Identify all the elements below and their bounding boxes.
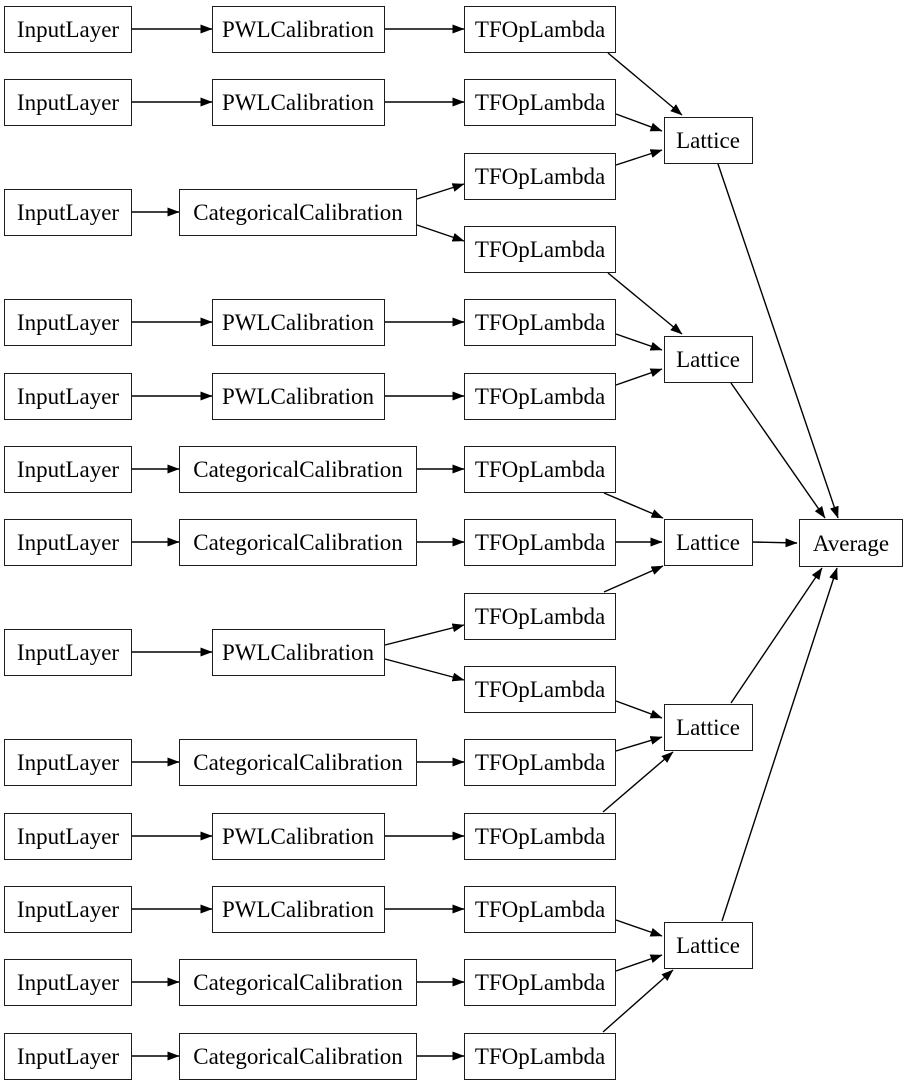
node-categoricalcalibration-calib-12: CategoricalCalibration [179, 1032, 417, 1080]
node-inputlayer-input-1: InputLayer [4, 78, 132, 126]
node-tfoplambda-tfop-3: TFOpLambda [464, 225, 616, 273]
edge-tfop-1-to-lattice-0 [615, 113, 663, 132]
node-inputlayer-input-5: InputLayer [4, 445, 132, 493]
edge-calib-7-to-tfop-8 [384, 623, 465, 646]
edge-lattice-1-to-average [730, 382, 826, 519]
node-tfoplambda-tfop-8: TFOpLambda [464, 592, 616, 640]
node-lattice-lattice-0: Lattice [663, 116, 753, 164]
edge-tfop-8-to-lattice-2 [603, 565, 664, 593]
node-average-average: Average [799, 519, 903, 567]
node-inputlayer-input-11: InputLayer [4, 958, 132, 1006]
node-tfoplambda-tfop-13: TFOpLambda [464, 958, 616, 1006]
node-tfoplambda-tfop-11: TFOpLambda [464, 812, 616, 860]
edge-tfop-12-to-lattice-4 [615, 919, 663, 937]
node-inputlayer-input-4: InputLayer [4, 372, 132, 420]
node-tfoplambda-tfop-10: TFOpLambda [464, 738, 616, 786]
node-tfoplambda-tfop-6: TFOpLambda [464, 445, 616, 493]
node-tfoplambda-tfop-2: TFOpLambda [464, 152, 616, 200]
edge-tfop-9-to-lattice-3 [615, 700, 663, 719]
node-inputlayer-input-3: InputLayer [4, 298, 132, 346]
edge-calib-7-to-tfop-9 [384, 658, 465, 682]
node-pwlcalibration-calib-0: PWLCalibration [211, 5, 385, 53]
node-inputlayer-input-8: InputLayer [4, 738, 132, 786]
node-tfoplambda-tfop-7: TFOpLambda [464, 518, 616, 566]
node-lattice-lattice-3: Lattice [663, 703, 753, 751]
node-inputlayer-input-7: InputLayer [4, 628, 132, 676]
node-inputlayer-input-6: InputLayer [4, 518, 132, 566]
edge-calib-2-to-tfop-2 [416, 183, 465, 200]
edge-lattice-0-to-average [717, 163, 839, 519]
edge-calib-2-to-tfop-3 [416, 224, 465, 242]
edge-lattice-2-to-average [751, 538, 798, 548]
node-lattice-lattice-2: Lattice [663, 518, 753, 566]
node-tfoplambda-tfop-12: TFOpLambda [464, 885, 616, 933]
node-inputlayer-input-12: InputLayer [4, 1032, 132, 1080]
node-tfoplambda-tfop-4: TFOpLambda [464, 298, 616, 346]
node-categoricalcalibration-calib-11: CategoricalCalibration [179, 958, 417, 1006]
edge-tfop-0-to-lattice-0 [607, 52, 683, 116]
edge-lattice-4-to-average [721, 567, 838, 922]
edge-lattice-3-to-average [730, 567, 823, 704]
node-tfoplambda-tfop-9: TFOpLambda [464, 665, 616, 713]
node-pwlcalibration-calib-9: PWLCalibration [211, 812, 385, 860]
node-tfoplambda-tfop-5: TFOpLambda [464, 372, 616, 420]
node-categoricalcalibration-calib-8: CategoricalCalibration [179, 738, 417, 786]
edge-tfop-4-to-lattice-1 [615, 333, 663, 351]
node-lattice-lattice-4: Lattice [663, 921, 753, 969]
node-inputlayer-input-9: InputLayer [4, 812, 132, 860]
node-inputlayer-input-0: InputLayer [4, 5, 132, 53]
node-tfoplambda-tfop-1: TFOpLambda [464, 78, 616, 126]
edge-tfop-3-to-lattice-1 [607, 272, 683, 335]
node-inputlayer-input-2: InputLayer [4, 188, 132, 236]
node-pwlcalibration-calib-4: PWLCalibration [211, 372, 385, 420]
node-categoricalcalibration-calib-5: CategoricalCalibration [179, 445, 417, 493]
edge-tfop-2-to-lattice-0 [615, 149, 663, 166]
edge-tfop-5-to-lattice-1 [615, 368, 663, 386]
node-inputlayer-input-10: InputLayer [4, 885, 132, 933]
edge-tfop-13-to-lattice-4 [615, 954, 663, 972]
node-tfoplambda-tfop-14: TFOpLambda [464, 1032, 616, 1080]
edge-tfop-14-to-lattice-4 [602, 969, 674, 1033]
edge-tfop-10-to-lattice-3 [615, 736, 663, 752]
edge-tfop-6-to-lattice-2 [603, 492, 664, 519]
node-categoricalcalibration-calib-2: CategoricalCalibration [179, 188, 417, 236]
node-pwlcalibration-calib-3: PWLCalibration [211, 298, 385, 346]
node-pwlcalibration-calib-10: PWLCalibration [211, 885, 385, 933]
node-pwlcalibration-calib-1: PWLCalibration [211, 78, 385, 126]
edge-tfop-11-to-lattice-3 [602, 751, 674, 813]
node-categoricalcalibration-calib-6: CategoricalCalibration [179, 518, 417, 566]
node-tfoplambda-tfop-0: TFOpLambda [464, 5, 616, 53]
node-pwlcalibration-calib-7: PWLCalibration [211, 628, 385, 676]
node-lattice-lattice-1: Lattice [663, 335, 753, 383]
